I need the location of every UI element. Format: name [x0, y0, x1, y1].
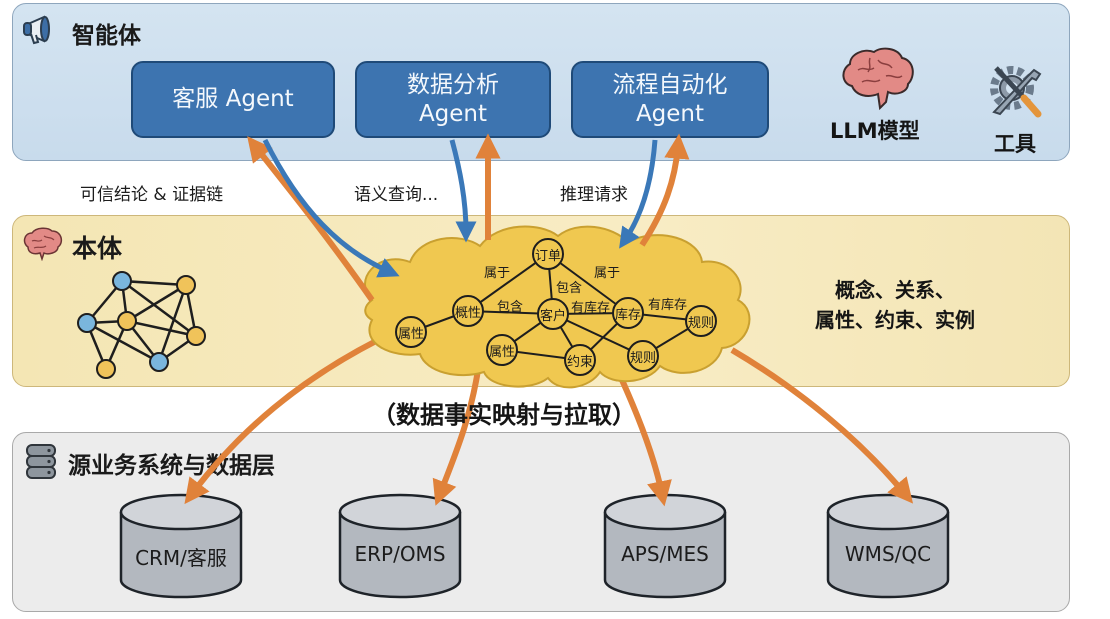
- database-icon: [26, 444, 56, 479]
- ontology-description-line2: 属性、约束、实例: [815, 308, 975, 332]
- evidence-chain-label: 可信结论 & 证据链: [80, 185, 224, 205]
- semantic-query-label: 语义查询...: [354, 185, 439, 205]
- ontology-description-line1: 概念、关系、: [835, 278, 955, 302]
- process-automation-agent[interactable]: 流程自动化 Agent: [571, 61, 769, 138]
- agent-sublabel: Agent: [635, 100, 705, 127]
- arrow-automation-response: [639, 133, 690, 247]
- reasoning-request-label: 推理请求: [560, 185, 628, 205]
- system-crm[interactable]: CRM/客服: [135, 546, 227, 570]
- customer-service-agent[interactable]: 客服 Agent: [131, 61, 335, 138]
- agent-label: 流程自动化: [612, 71, 728, 98]
- ontology-description: 概念、关系、 属性、约束、实例: [780, 275, 1010, 335]
- arrow-automation-query: [619, 139, 658, 249]
- megaphone-icon: [23, 15, 50, 45]
- agent-layer-title: 智能体: [72, 23, 141, 49]
- agent-label: 数据分析: [407, 71, 499, 98]
- graph-node-rule: 规则: [688, 316, 715, 331]
- graph-node-customer: 客户: [540, 309, 567, 324]
- system-erp[interactable]: ERP/OMS: [354, 542, 446, 566]
- arrow-to-crm: [184, 337, 380, 505]
- edge-label-belongs-to: 属于: [484, 266, 511, 281]
- graph-node-attribute: 属性: [489, 345, 516, 360]
- tools-label: 工具: [994, 132, 1036, 156]
- ontology-layer-title: 本体: [72, 234, 123, 263]
- arrow-to-aps: [619, 378, 672, 507]
- brain-icon: [23, 227, 63, 261]
- graph-node-inventory: 库存: [615, 308, 642, 323]
- data-analysis-agent[interactable]: 数据分析 Agent: [355, 61, 551, 138]
- edge-label-contains: 包含: [556, 281, 583, 296]
- edge-label-belongs-to: 属于: [594, 266, 621, 281]
- cylinder-aps: [603, 493, 727, 599]
- arrow-to-erp: [432, 369, 481, 506]
- cylinder-erp: [338, 493, 462, 599]
- system-wms[interactable]: WMS/QC: [844, 542, 932, 566]
- cylinder-wms: [826, 493, 950, 599]
- network-graph-icon: [77, 271, 206, 379]
- graph-node-attribute: 属性: [398, 327, 425, 342]
- tools-icon: [990, 66, 1042, 118]
- edge-label-has-inventory: 有库存: [571, 301, 611, 316]
- edge-label-contains: 包含: [497, 300, 524, 315]
- arrow-to-wms: [730, 347, 914, 504]
- data-mapping-label: （数据事实映射与拉取）: [372, 401, 636, 429]
- arrow-evidence-to-cs-agent: [247, 136, 375, 302]
- arrow-cs-agent-query: [262, 138, 400, 278]
- data-layer-title: 源业务系统与数据层: [68, 453, 275, 479]
- graph-node-circles: [395, 238, 717, 376]
- system-aps[interactable]: APS/MES: [621, 542, 709, 566]
- llm-model-label: LLM模型: [830, 119, 920, 143]
- graph-node-concept: 概性: [455, 306, 482, 321]
- llm-brain-icon: [842, 47, 914, 111]
- graph-node-order: 订单: [535, 249, 562, 264]
- agent-sublabel: Agent: [418, 100, 488, 127]
- arrow-analysis-query: [449, 139, 477, 243]
- graph-node-constraint: 约束: [567, 355, 594, 370]
- cylinder-crm: [119, 493, 243, 599]
- graph-node-rule: 规则: [630, 351, 657, 366]
- agent-label: 客服 Agent: [172, 86, 294, 112]
- edge-label-has-inventory: 有库存: [648, 298, 688, 313]
